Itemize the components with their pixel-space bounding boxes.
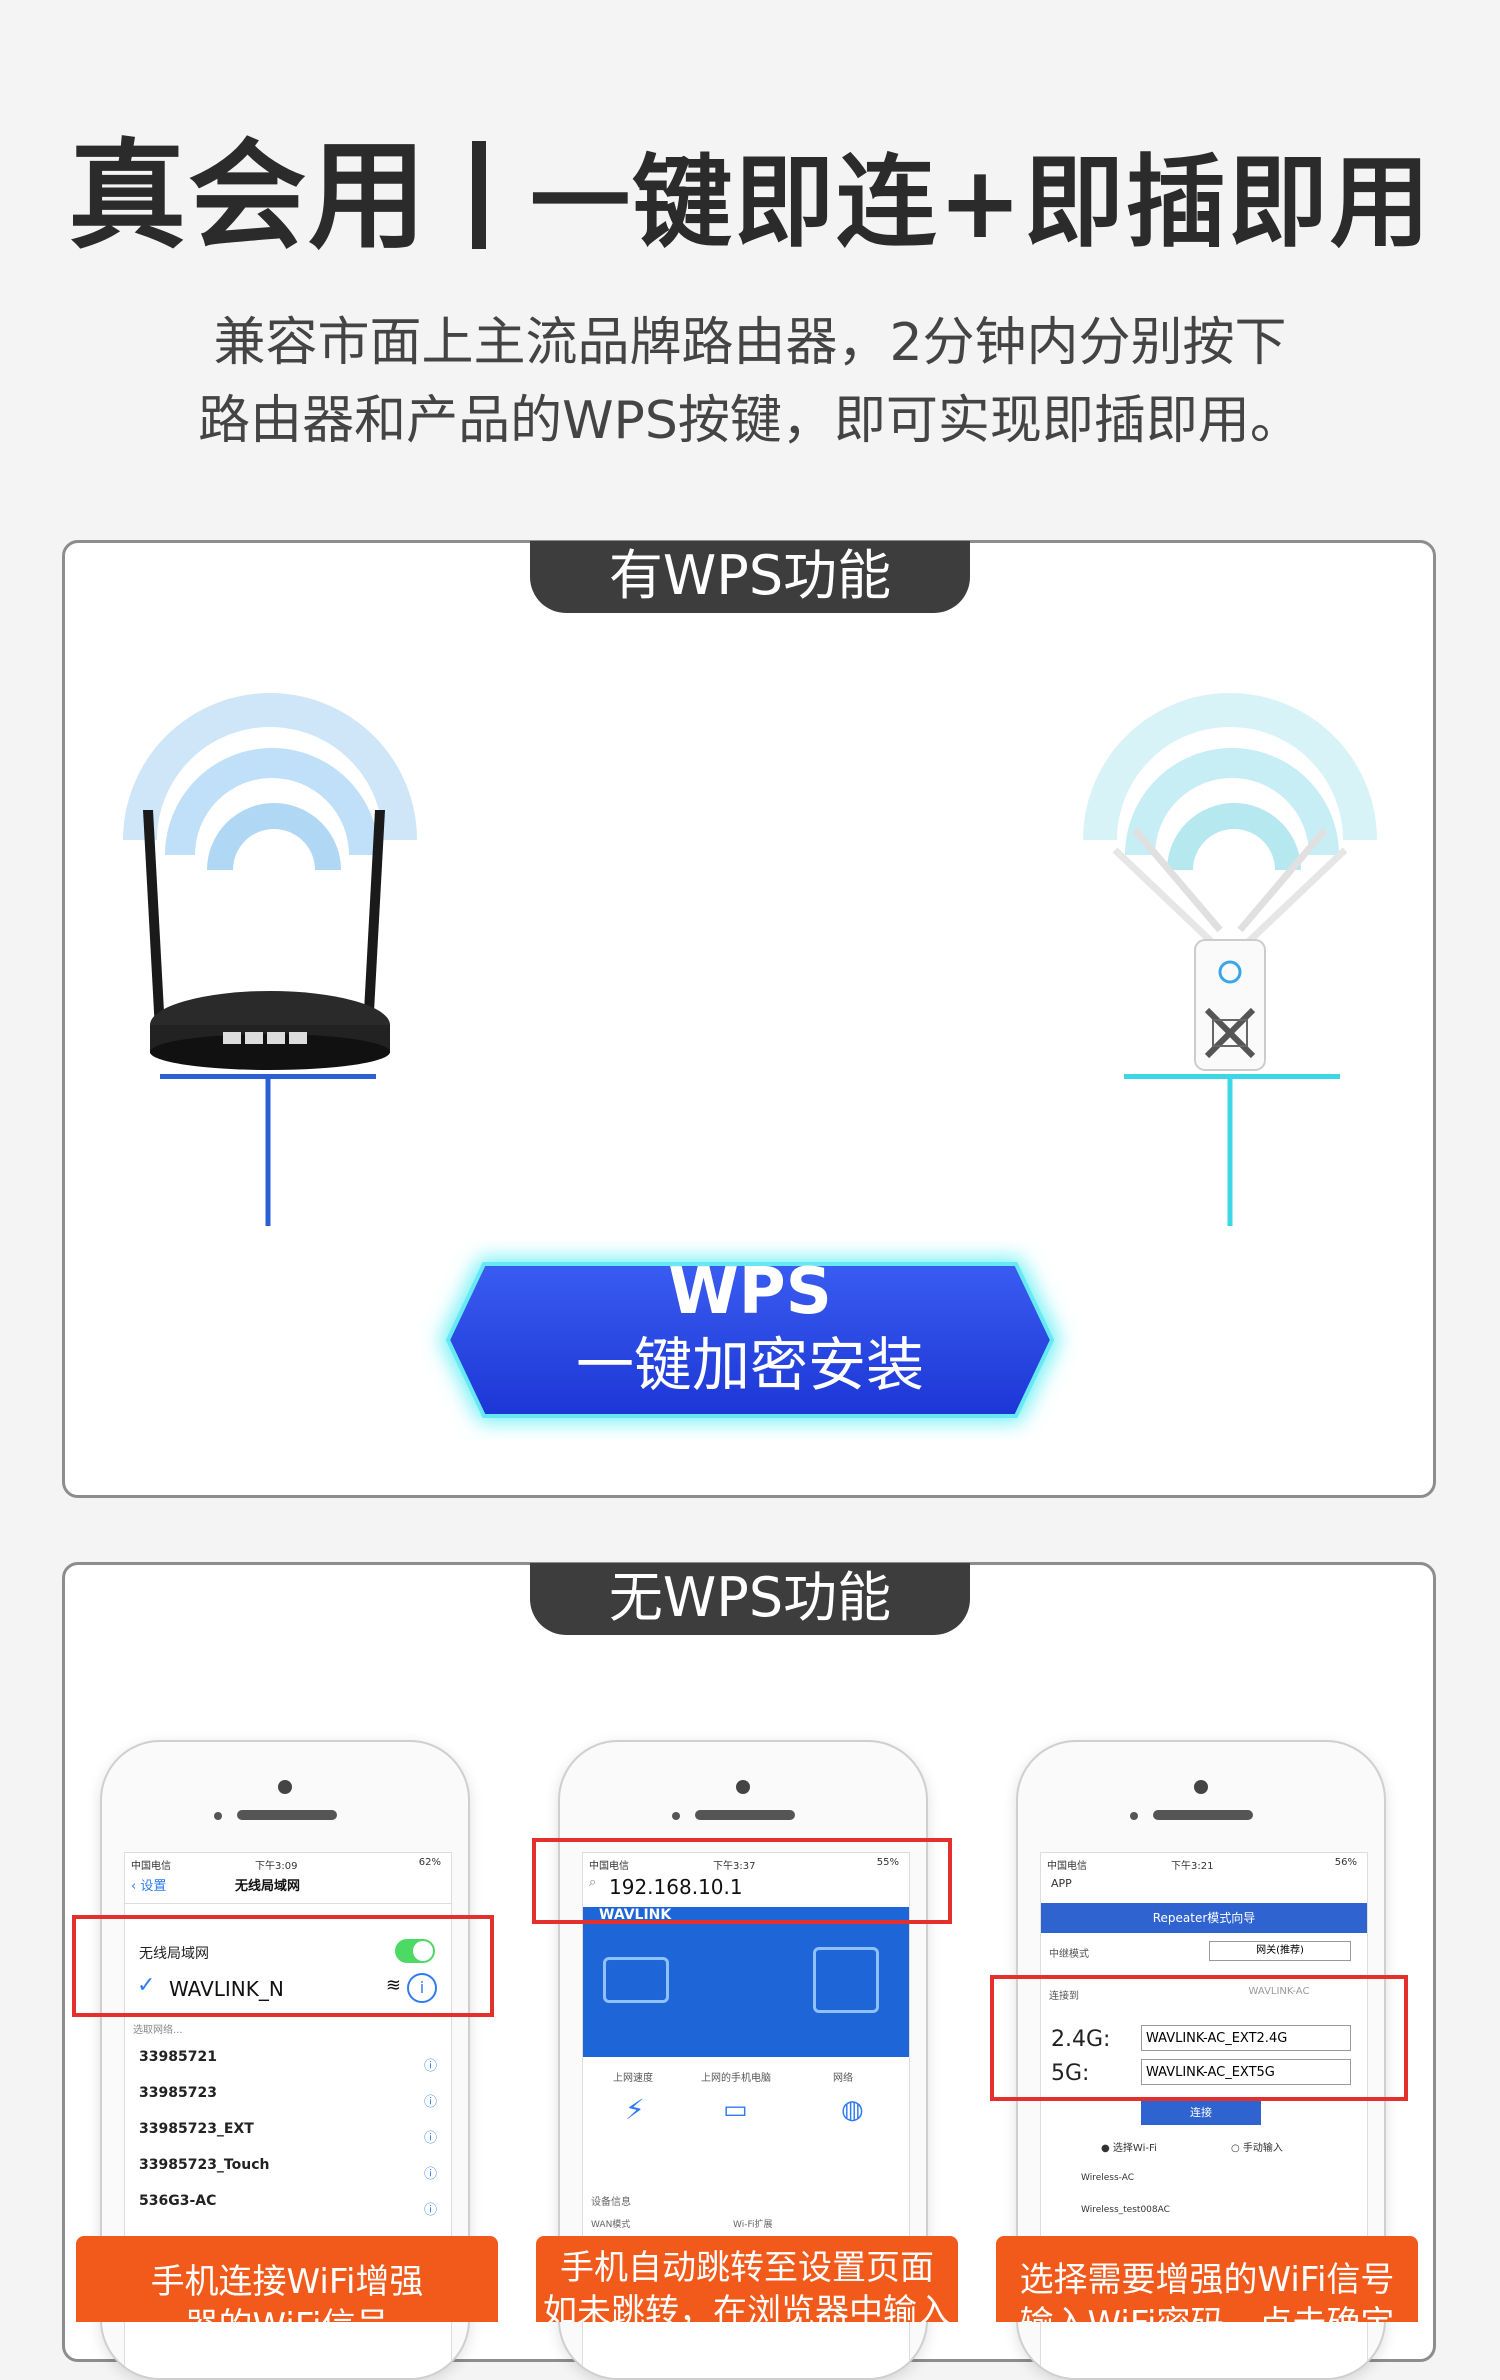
router-underline	[160, 1074, 376, 1079]
divider	[125, 1903, 451, 1904]
radio-manual-input[interactable]: ○ 手动输入	[1231, 2143, 1283, 2154]
extender-underline	[1124, 1074, 1340, 1079]
subtitle-line-1: 兼容市面上主流品牌路由器，2分钟内分别按下	[213, 313, 1287, 373]
info-icon[interactable]: i	[407, 1973, 437, 2003]
caption-2-line-2: 如未跳转，在浏览器中输入	[543, 2292, 951, 2322]
network-item[interactable]: 536G3-AC	[139, 2193, 217, 2209]
router-icon	[143, 810, 390, 1070]
extender-banner-icon	[813, 1947, 879, 2013]
phone-camera	[278, 1780, 292, 1794]
back-button[interactable]: ‹ 设置	[131, 1879, 167, 1894]
check-icon: ✓	[137, 1973, 156, 1998]
connection-lines	[265, 1078, 1233, 1229]
status-carrier: 中国电信	[589, 1861, 629, 1872]
status-time: 下午3:09	[255, 1861, 298, 1872]
band-5-input[interactable]: WAVLINK-AC_EXT5G	[1141, 2059, 1351, 2085]
globe-icon: ◍	[841, 2095, 864, 2125]
wifi-list-item[interactable]: Wireless_test008AC	[1081, 2205, 1170, 2215]
wps-tab: 有WPS功能	[530, 541, 970, 613]
network-item[interactable]: 33985723	[139, 2085, 217, 2101]
router-banner: WAVLINK	[583, 1907, 909, 2057]
phone-camera	[736, 1780, 750, 1794]
phone-speaker	[1153, 1810, 1253, 1820]
title-right: 一键即连+即插即用	[530, 144, 1432, 261]
status-battery: 55%	[876, 1857, 899, 1868]
network-item[interactable]: 33985723_EXT	[139, 2121, 254, 2137]
relay-mode-label: 中继模式	[1049, 1949, 1089, 1960]
network-item[interactable]: 33985723_Touch	[139, 2157, 270, 2173]
phone-sensor	[214, 1812, 222, 1820]
wifi-list-item[interactable]: Wireless-AC	[1081, 2173, 1134, 2183]
extender-icon	[1112, 827, 1348, 1071]
router-banner-icon	[603, 1957, 669, 2003]
speed-icon: ⚡	[625, 2093, 645, 2126]
extender-wifi-waves-icon	[1083, 693, 1377, 870]
search-icon: ⌕	[589, 1875, 597, 1890]
status-carrier: 中国电信	[1047, 1861, 1087, 1872]
band-24-label: 2.4G:	[1051, 2027, 1111, 2052]
connected-network[interactable]: WAVLINK_N	[169, 1977, 284, 2001]
router-wifi-waves-icon	[123, 693, 417, 870]
wlan-toggle[interactable]	[395, 1939, 435, 1963]
highlight-connected-network	[72, 1915, 494, 2017]
status-carrier: 中国电信	[131, 1861, 171, 1872]
status-time: 下午3:21	[1171, 1861, 1214, 1872]
caption-2-line-1: 手机自动跳转至设置页面	[560, 2248, 934, 2288]
caption-3-line-1: 选择需要增强的WiFi信号	[1019, 2260, 1395, 2300]
wps-badge-title: WPS	[668, 1255, 832, 1329]
phone-camera	[1194, 1780, 1208, 1794]
highlight-url-bar	[532, 1838, 952, 1924]
wps-badge-subtitle: 一键加密安装	[575, 1331, 924, 1399]
wizard-title: Repeater模式向导	[1041, 1903, 1367, 1933]
stat-devices-label: 上网的手机电脑	[701, 2073, 771, 2084]
relay-mode-select[interactable]: 网关(推荐)	[1209, 1941, 1351, 1961]
devices-icon: ▭	[723, 2095, 748, 2125]
caption-step-3: 选择需要增强的WiFi信号 输入WiFi密码，点击确定	[996, 2236, 1418, 2322]
page-title: 真会用一键即连+即插即用	[0, 100, 1500, 271]
wlan-label: 无线局域网	[139, 1946, 209, 1962]
caption-step-2: 手机自动跳转至设置页面 如未跳转，在浏览器中输入	[536, 2236, 958, 2322]
app-label: APP	[1051, 1877, 1072, 1890]
no-wps-tab: 无WPS功能	[530, 1563, 970, 1635]
band-5-label: 5G:	[1051, 2061, 1090, 2086]
phone-sensor	[1130, 1812, 1138, 1820]
network-item[interactable]: 33985721	[139, 2049, 217, 2065]
status-battery: 62%	[418, 1857, 441, 1868]
nav-title: 无线局域网	[235, 1879, 301, 1894]
caption-1-line-1: 手机连接WiFi增强	[150, 2262, 424, 2302]
status-battery: 56%	[1334, 1857, 1357, 1868]
caption-3-line-2: 输入WiFi密码，点击确定	[996, 2302, 1418, 2322]
choose-network-label: 选取网络...	[133, 2025, 183, 2036]
title-left: 真会用	[68, 127, 429, 265]
caption-1-line-2: 器的WiFi信号	[76, 2304, 498, 2322]
connect-label: 连接到	[1049, 1991, 1079, 2002]
wan-mode-label: WAN模式	[591, 2220, 631, 2230]
wps-badge[interactable]	[420, 1240, 1080, 1440]
wifi-icon: ≋	[385, 1975, 401, 1996]
subtitle-line-2: 路由器和产品的WPS按键，即可实现即插即用。	[198, 391, 1302, 451]
phone-sensor	[672, 1812, 680, 1820]
caption-step-1: 手机连接WiFi增强 器的WiFi信号	[76, 2236, 498, 2322]
phone-speaker	[695, 1810, 795, 1820]
highlight-band-inputs	[990, 1975, 1408, 2101]
brand-logo: WAVLINK	[599, 1907, 672, 1923]
title-separator	[472, 141, 487, 249]
stat-speed-label: 上网速度	[613, 2073, 653, 2084]
url-bar[interactable]: 192.168.10.1	[609, 1875, 743, 1899]
wan-mode-value: Wi-Fi扩展	[733, 2220, 773, 2230]
status-time: 下午3:37	[713, 1861, 756, 1872]
connect-button[interactable]: 连接	[1141, 2101, 1261, 2125]
device-info-label: 设备信息	[591, 2197, 631, 2208]
radio-select-wifi[interactable]: ● 选择Wi-Fi	[1101, 2143, 1157, 2154]
stat-network-label: 网络	[833, 2073, 853, 2084]
band-24-input[interactable]: WAVLINK-AC_EXT2.4G	[1141, 2025, 1351, 2051]
connect-value: WAVLINK-AC	[1248, 1986, 1310, 1997]
phone-speaker	[237, 1810, 337, 1820]
